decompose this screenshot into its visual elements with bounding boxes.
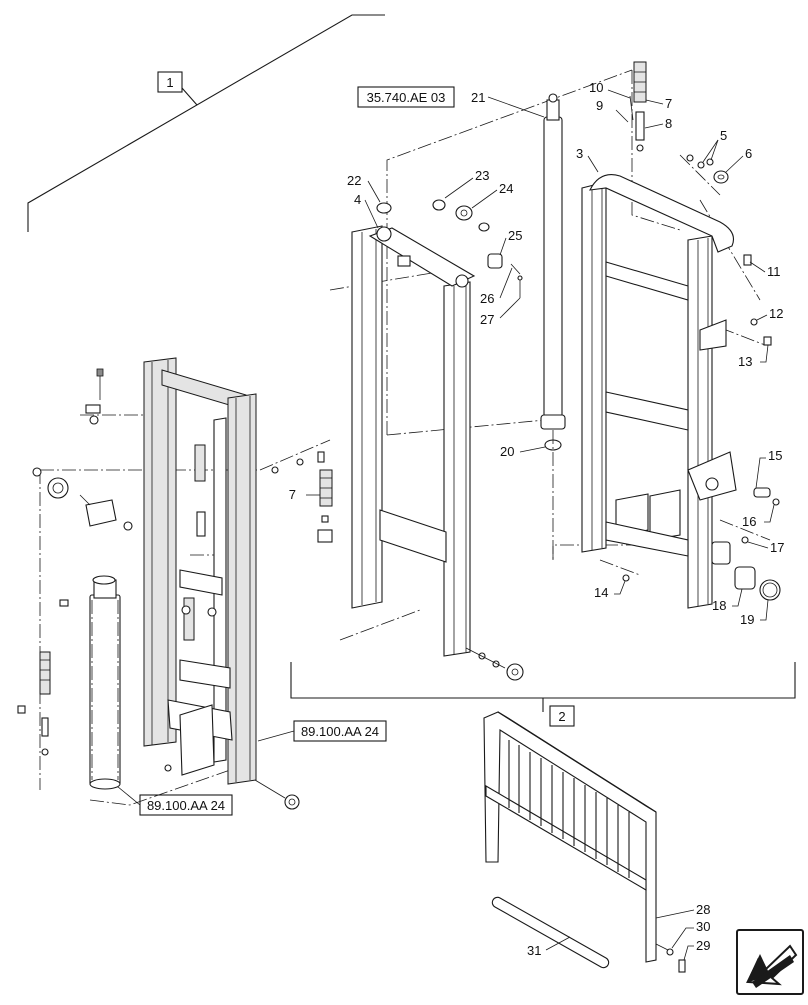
free-lift-cylinder-21: [540, 93, 690, 560]
callout-30: 30: [696, 919, 710, 934]
callout-7-top: 7: [665, 96, 672, 111]
callout-13: 13: [738, 354, 752, 369]
callout-10: 10: [589, 80, 603, 95]
callout-7-left: 7: [289, 487, 296, 502]
callout-22: 22: [347, 173, 361, 188]
callout-2: 2: [558, 709, 565, 724]
hardware-11-19: [622, 254, 781, 601]
callout-labels: 21 22 4 23 24 25 26 27 20 10 9 7 8: [347, 80, 784, 961]
callout-27: 27: [480, 312, 494, 327]
top-hardware: [376, 199, 523, 298]
callout-4: 4: [354, 192, 361, 207]
chain-7-left: 7: [289, 469, 333, 543]
rod-31: [491, 896, 610, 969]
group-bracket-1: 1: [27, 14, 385, 232]
callout-14: 14: [594, 585, 608, 600]
callout-3: 3: [576, 146, 583, 161]
callout-28: 28: [696, 902, 710, 917]
callout-15: 15: [768, 448, 782, 463]
callout-20: 20: [500, 444, 514, 459]
callout-24: 24: [499, 181, 513, 196]
callout-26: 26: [480, 291, 494, 306]
direction-arrow-icon[interactable]: [736, 929, 804, 995]
callout-18: 18: [712, 598, 726, 613]
reference-box-top[interactable]: 35.740.AE 03: [357, 86, 455, 108]
callout-12: 12: [769, 306, 783, 321]
callout-23: 23: [475, 168, 489, 183]
chain-7-top: [615, 61, 647, 152]
callout-9: 9: [596, 98, 603, 113]
callout-11: 11: [767, 264, 781, 279]
callout-6: 6: [745, 146, 752, 161]
hardware-5-6: [686, 154, 729, 184]
reference-bottom-label: 89.100.AA 24: [147, 798, 225, 813]
callout-1: 1: [166, 75, 173, 90]
reference-box-bottom[interactable]: 89.100.AA 24: [111, 781, 233, 816]
callout-29: 29: [696, 938, 710, 953]
reference-right-label: 89.100.AA 24: [301, 724, 379, 739]
callout-25: 25: [508, 228, 522, 243]
callout-5: 5: [720, 128, 727, 143]
reference-top-label: 35.740.AE 03: [367, 90, 446, 105]
callout-8: 8: [665, 116, 672, 131]
callout-19: 19: [740, 612, 754, 627]
callout-17: 17: [770, 540, 784, 555]
upper-frame-assembly: [581, 70, 771, 609]
outer-mast-assembly: [17, 357, 331, 810]
load-backrest-28: [483, 711, 686, 973]
group-bracket-2: 2: [290, 662, 796, 727]
callout-21: 21: [471, 90, 485, 105]
callout-31: 31: [527, 943, 541, 958]
reference-box-right[interactable]: 89.100.AA 24: [257, 720, 387, 742]
callout-16: 16: [742, 514, 756, 529]
inner-mast-assembly: [329, 69, 633, 681]
